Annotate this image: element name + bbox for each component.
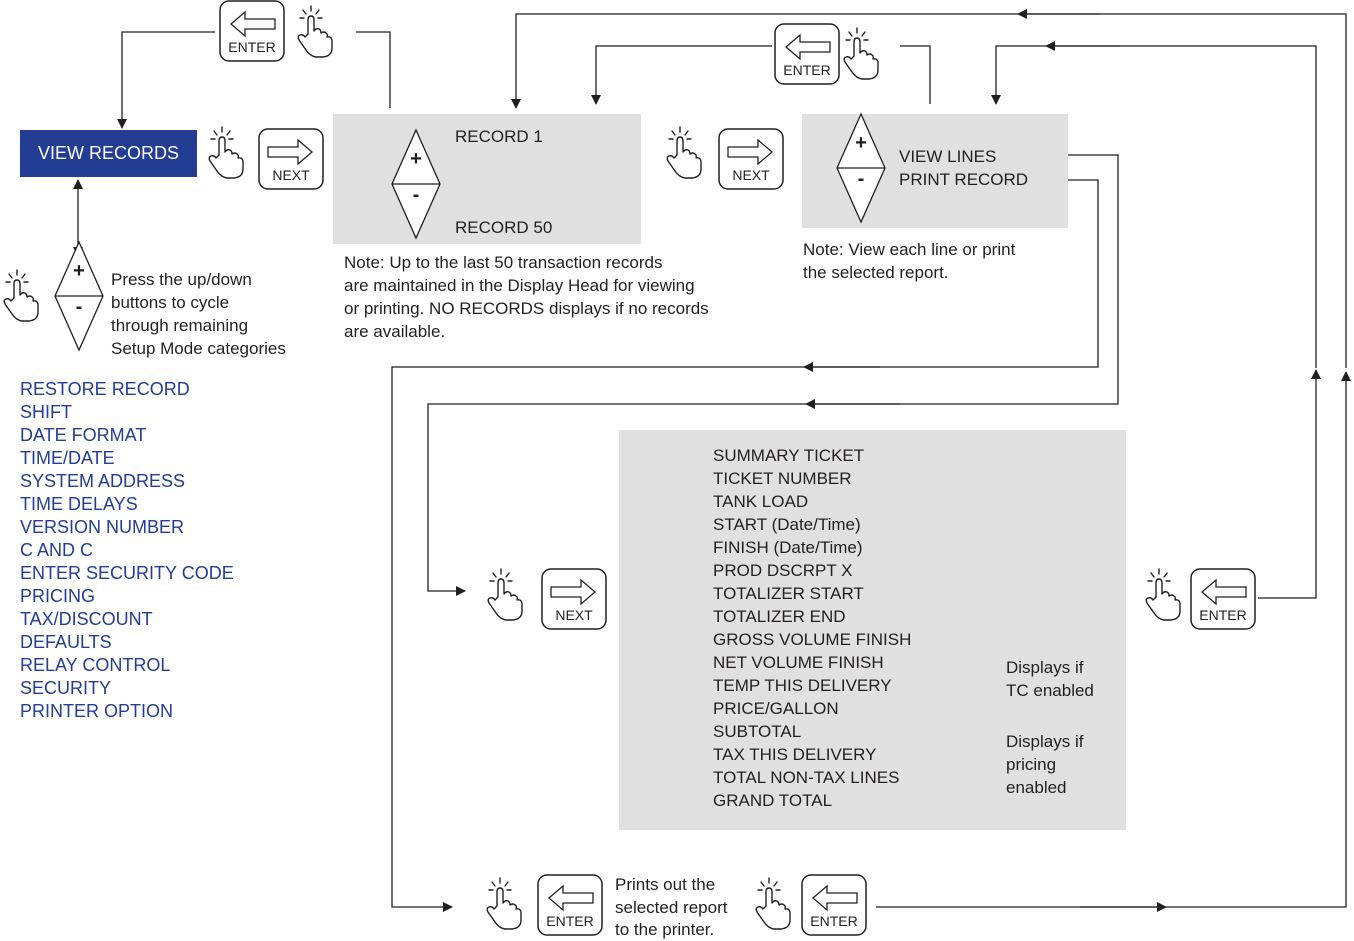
category-item: ENTER SECURITY CODE: [20, 563, 234, 583]
category-item: RELAY CONTROL: [20, 655, 171, 675]
report-line: PRICE/GALLON: [713, 699, 839, 718]
connector-view-lines: [427, 154, 1119, 596]
minus-icon[interactable]: -: [857, 168, 865, 190]
category-item: SECURITY: [20, 678, 112, 698]
pressing-hand-icon: [485, 876, 531, 932]
record-panel: [333, 114, 641, 244]
report-line: SUMMARY TICKET: [713, 446, 865, 465]
connector-enter-to-view-records: [117, 31, 215, 129]
view-records-button[interactable]: VIEW RECORDS: [20, 130, 197, 177]
category-item: PRINTER OPTION: [20, 701, 174, 721]
connector-bottom-enter-to-loop: [876, 371, 1351, 908]
report-line: NET VOLUME FINISH: [713, 653, 884, 672]
next-key[interactable]: NEXT: [541, 568, 607, 630]
pressing-hand-icon: [486, 567, 532, 623]
category-item: DEFAULTS: [20, 632, 112, 652]
category-item: RESTORE RECORD: [20, 379, 190, 399]
record-last-label: RECORD 50: [455, 218, 553, 237]
connector-options-panel-to-enter: [900, 45, 931, 104]
report-line: TOTALIZER START: [713, 584, 864, 603]
enter-key[interactable]: ENTER: [537, 874, 603, 936]
report-line: GRAND TOTAL: [713, 791, 833, 810]
next-key[interactable]: NEXT: [258, 128, 324, 190]
pressing-hand-icon: [842, 26, 888, 82]
connector-second-loop: [991, 45, 1317, 368]
view-lines-option[interactable]: VIEW LINES: [899, 147, 997, 166]
category-item: PRICING: [20, 586, 96, 606]
connector-enter-to-record-panel: [591, 45, 772, 105]
enter-key-label: ENTER: [810, 913, 858, 929]
connector-print-record: [391, 179, 1099, 912]
report-line: START (Date/Time): [713, 515, 861, 534]
report-line: TANK LOAD: [713, 492, 809, 511]
next-key-label: NEXT: [272, 167, 310, 183]
next-key[interactable]: NEXT: [718, 128, 784, 190]
pressing-hand-icon: [1144, 567, 1190, 623]
plus-icon[interactable]: +: [855, 132, 867, 154]
print-record-option[interactable]: PRINT RECORD: [899, 170, 1029, 189]
view-records-label: VIEW RECORDS: [37, 143, 179, 163]
next-key-label: NEXT: [555, 607, 593, 623]
next-key-label: NEXT: [732, 167, 770, 183]
enter-key-label: ENTER: [546, 913, 594, 929]
report-line: TOTAL NON-TAX LINES: [713, 768, 900, 787]
enter-key[interactable]: ENTER: [1190, 568, 1256, 630]
report-line: TICKET NUMBER: [713, 469, 852, 488]
connector-enter-right-to-loop: [1258, 369, 1321, 599]
category-item: SYSTEM ADDRESS: [20, 471, 186, 491]
pressing-hand-icon: [665, 125, 711, 181]
connector-record-panel-to-enter: [356, 31, 391, 108]
report-lines-list: SUMMARY TICKET TICKET NUMBER TANK LOAD S…: [713, 444, 911, 812]
report-line: PROD DSCRPT X: [713, 561, 853, 580]
setup-categories-list: RESTORE RECORD SHIFT DATE FORMAT TIME/DA…: [20, 378, 234, 723]
enter-key[interactable]: ENTER: [774, 23, 840, 85]
category-item: VERSION NUMBER: [20, 517, 185, 537]
report-line: TOTALIZER END: [713, 607, 846, 626]
category-item: TIME DELAYS: [20, 494, 138, 514]
up-down-buttons-diamond[interactable]: + -: [390, 128, 442, 240]
category-item: TAX/DISCOUNT: [20, 609, 153, 629]
report-line: GROSS VOLUME FINISH: [713, 630, 912, 649]
category-item: TIME/DATE: [20, 448, 115, 468]
enter-key-label: ENTER: [1199, 607, 1247, 623]
pressing-hand-icon: [754, 876, 800, 932]
pressing-hand-icon: [296, 4, 342, 60]
lines-panel: [619, 430, 1126, 830]
report-line: TAX THIS DELIVERY: [713, 745, 877, 764]
record-first-label: RECORD 1: [455, 127, 543, 146]
plus-icon[interactable]: +: [73, 260, 85, 282]
minus-icon[interactable]: -: [412, 184, 420, 206]
up-down-buttons-diamond[interactable]: + -: [53, 240, 105, 352]
plus-icon[interactable]: +: [410, 148, 422, 170]
enter-key[interactable]: ENTER: [801, 874, 867, 936]
category-item: C AND C: [20, 540, 94, 560]
connector-outer-loop-top: [511, 13, 1347, 368]
category-item: SHIFT: [20, 402, 72, 422]
enter-key-label: ENTER: [228, 39, 276, 55]
pressing-hand-icon: [2, 268, 48, 324]
minus-icon[interactable]: -: [75, 296, 83, 318]
pressing-hand-icon: [207, 125, 253, 181]
report-line: FINISH (Date/Time): [713, 538, 863, 557]
enter-key[interactable]: ENTER: [219, 0, 285, 62]
report-line: TEMP THIS DELIVERY: [713, 676, 892, 695]
up-down-buttons-diamond[interactable]: + -: [835, 112, 887, 224]
category-item: DATE FORMAT: [20, 425, 147, 445]
report-line: SUBTOTAL: [713, 722, 802, 741]
enter-key-label: ENTER: [783, 62, 831, 78]
